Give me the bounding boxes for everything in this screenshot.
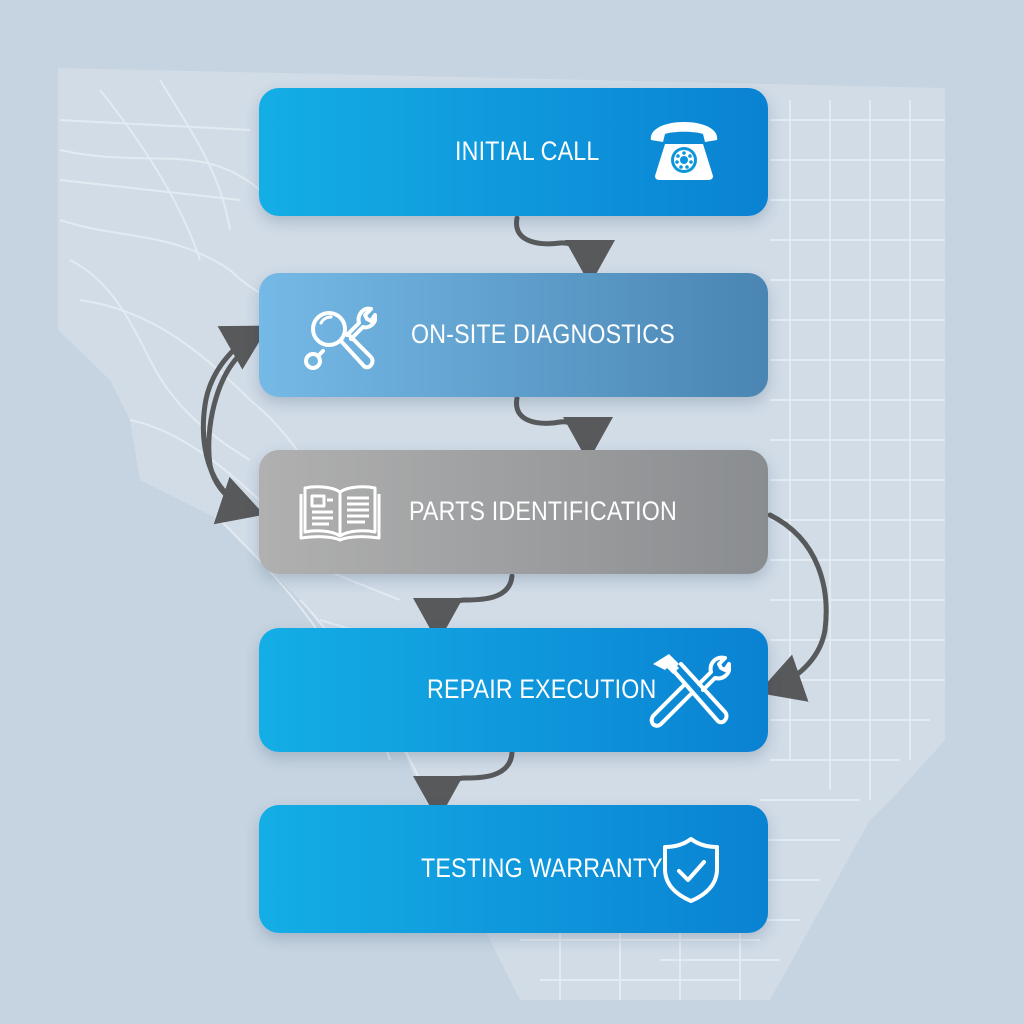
step-label-testing-warranty: TESTING WARRANTY bbox=[421, 853, 663, 883]
magnifier-wrench-icon bbox=[301, 301, 377, 373]
step-label-on-site-diagnostics: ON-SITE DIAGNOSTICS bbox=[411, 319, 675, 349]
hammer-wrench-icon bbox=[647, 650, 731, 730]
step-card-parts-identification: PARTS IDENTIFICATION bbox=[259, 450, 768, 574]
open-book-icon bbox=[299, 482, 381, 544]
step-card-testing-warranty: TESTING WARRANTY bbox=[259, 805, 768, 933]
step-card-initial-call: INITIAL CALL bbox=[259, 88, 768, 216]
step-label-initial-call: INITIAL CALL bbox=[455, 136, 600, 166]
telephone-icon bbox=[645, 118, 723, 182]
shield-check-icon bbox=[659, 835, 723, 903]
step-label-parts-identification: PARTS IDENTIFICATION bbox=[409, 496, 677, 526]
step-label-repair-execution: REPAIR EXECUTION bbox=[427, 674, 657, 704]
step-card-on-site-diagnostics: ON-SITE DIAGNOSTICS bbox=[259, 273, 768, 397]
step-card-repair-execution: REPAIR EXECUTION bbox=[259, 628, 768, 752]
